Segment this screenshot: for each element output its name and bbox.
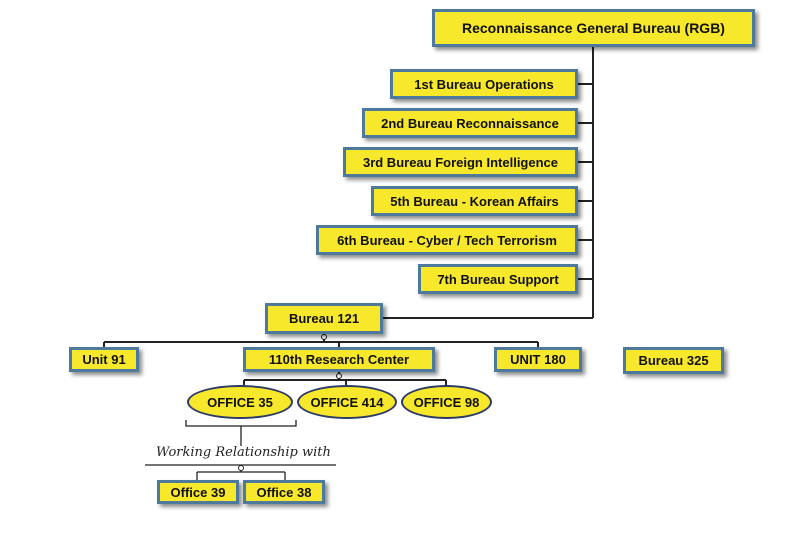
unit-180-box: UNIT 180 xyxy=(494,347,582,372)
research-center-label: 110th Research Center xyxy=(268,352,410,367)
unit-91-box: Unit 91 xyxy=(69,347,139,372)
rgb-bureau-6th-label: 6th Bureau - Cyber / Tech Terrorism xyxy=(337,232,557,248)
office-414-label: OFFICE 414 xyxy=(310,394,384,410)
bureau-325-label: Bureau 325 xyxy=(638,353,709,368)
office-39-label: Office 39 xyxy=(170,484,226,500)
office-98-label: OFFICE 98 xyxy=(413,394,480,410)
unit-91-label: Unit 91 xyxy=(82,352,126,367)
rgb-bureau-5th-label: 5th Bureau - Korean Affairs xyxy=(390,193,559,209)
b121-junction-dot xyxy=(321,334,327,340)
rgb-box: Reconnaissance General Bureau (RGB) xyxy=(432,9,755,47)
bureau-121-label: Bureau 121 xyxy=(288,311,360,326)
rgb-bureau-7th: 7th Bureau Support xyxy=(418,264,578,294)
rgb-bureau-3rd-label: 3rd Bureau Foreign Intelligence xyxy=(362,154,559,170)
rgb-bureau-1st: 1st Bureau Operations xyxy=(390,69,578,99)
bureau-121-box: Bureau 121 xyxy=(265,303,383,334)
office-35-label: OFFICE 35 xyxy=(207,394,273,410)
office-38-label: Office 38 xyxy=(256,484,312,500)
relationship-junction-dot xyxy=(238,465,244,471)
rgb-bureau-2nd: 2nd Bureau Reconnaissance xyxy=(362,108,578,138)
office-414-oval: OFFICE 414 xyxy=(297,385,397,419)
office-39-box: Office 39 xyxy=(157,480,239,504)
office-98-oval: OFFICE 98 xyxy=(401,385,492,419)
research-center-box: 110th Research Center xyxy=(243,347,435,372)
office-38-box: Office 38 xyxy=(243,480,325,504)
office-35-oval: OFFICE 35 xyxy=(187,385,293,419)
working-relationship-note: Working Relationship with xyxy=(156,445,331,460)
rgb-bureau-3rd: 3rd Bureau Foreign Intelligence xyxy=(343,147,578,177)
rgb-bureau-2nd-label: 2nd Bureau Reconnaissance xyxy=(381,115,559,131)
rgb-bureau-7th-label: 7th Bureau Support xyxy=(437,271,559,287)
rgb-bureau-6th: 6th Bureau - Cyber / Tech Terrorism xyxy=(316,225,578,255)
rgb-bureau-1st-label: 1st Bureau Operations xyxy=(414,76,554,92)
unit-180-label: UNIT 180 xyxy=(510,352,566,367)
bureau-325-box: Bureau 325 xyxy=(623,347,724,374)
rgb-bureau-5th: 5th Bureau - Korean Affairs xyxy=(371,186,578,216)
rc-junction-dot xyxy=(336,373,342,379)
rgb-label: Reconnaissance General Bureau (RGB) xyxy=(462,20,725,36)
relationship-bracket xyxy=(185,420,297,427)
